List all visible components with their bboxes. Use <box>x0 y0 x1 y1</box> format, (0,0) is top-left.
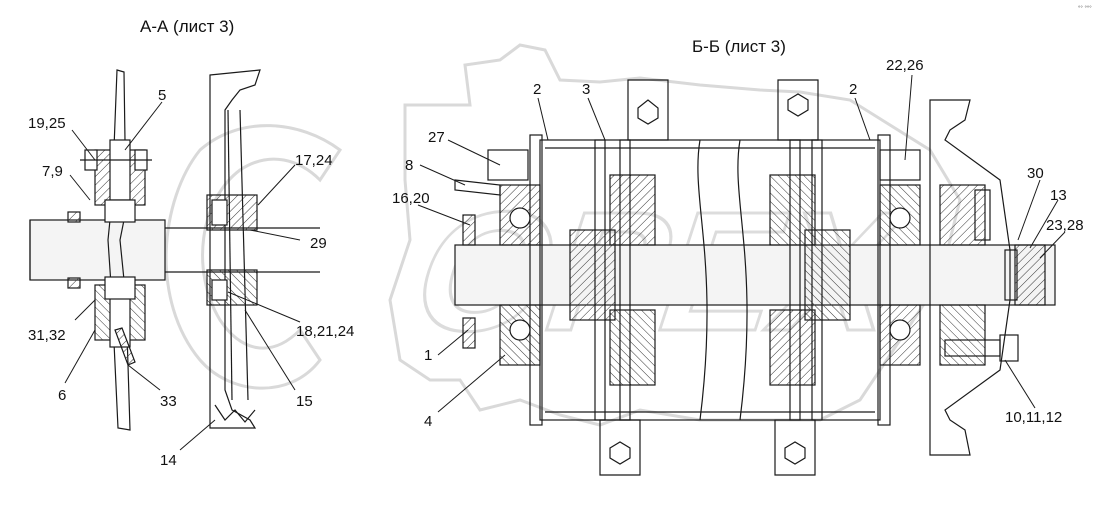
leader-lines-a <box>64 101 301 451</box>
callout-15: 15 <box>296 393 313 410</box>
callout-30: 30 <box>1027 165 1044 182</box>
leader-lines-b <box>417 74 1066 413</box>
section-a-view <box>29 69 320 431</box>
callout-7-9: 7,9 <box>42 163 63 180</box>
callout-2-right: 2 <box>849 81 857 98</box>
corner-mark: °° °°° <box>1078 6 1092 12</box>
callout-3: 3 <box>582 81 590 98</box>
callout-10-11-12: 10,11,12 <box>1005 409 1062 426</box>
section-b-view <box>454 79 1056 476</box>
callout-8: 8 <box>405 157 413 174</box>
callout-31-32: 31,32 <box>28 327 66 344</box>
callout-16-20: 16,20 <box>392 190 430 207</box>
callout-4: 4 <box>424 413 432 430</box>
callout-22-26: 22,26 <box>886 57 924 74</box>
callout-5: 5 <box>158 87 166 104</box>
section-a-title: А-А (лист 3) <box>140 17 234 36</box>
callout-19-25: 19,25 <box>28 115 66 132</box>
callout-23-28: 23,28 <box>1046 217 1084 234</box>
section-b-title: Б-Б (лист 3) <box>692 37 786 56</box>
callout-18-21-24: 18,21,24 <box>296 323 354 340</box>
callout-6: 6 <box>58 387 66 404</box>
callout-17-24: 17,24 <box>295 152 333 169</box>
callout-1: 1 <box>424 347 432 364</box>
callout-2-left: 2 <box>533 81 541 98</box>
callout-27: 27 <box>428 129 445 146</box>
callout-14: 14 <box>160 452 177 469</box>
callout-29: 29 <box>310 235 327 252</box>
callout-33: 33 <box>160 393 177 410</box>
callout-13: 13 <box>1050 187 1067 204</box>
